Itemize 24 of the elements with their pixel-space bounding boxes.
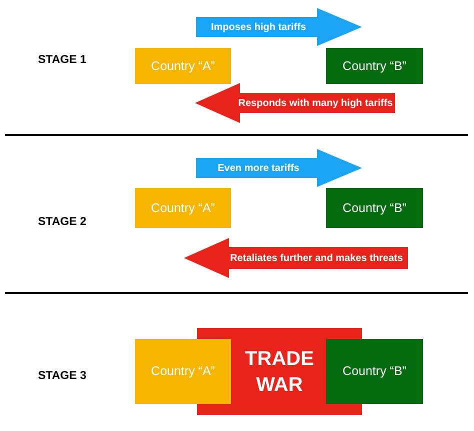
country-box [326,339,423,404]
country-name: Country “A” [151,58,215,75]
country-box [326,188,423,228]
country-box [135,188,231,228]
trade-war-label: TRADE WAR [244,346,315,398]
stage-label: STAGE 3 [38,369,86,384]
block-arrow [184,238,408,278]
country-name: Country “A” [151,363,215,380]
block-arrow [196,149,362,187]
arrow-label: Even more tariffs [218,162,300,176]
country-name: Country “B” [342,58,406,75]
country-box [135,48,231,84]
stage-label: STAGE 2 [38,215,86,230]
block-arrow [195,83,395,123]
block-arrow [196,8,362,46]
stage-label: STAGE 1 [38,53,86,68]
country-name: Country “B” [342,363,406,380]
country-box [326,48,423,84]
country-name: Country “A” [151,200,215,217]
arrow-label: Retaliates further and makes threats [230,252,403,266]
arrow-label: Responds with many high tariffs [238,96,393,110]
arrow-label: Imposes high tariffs [210,20,306,34]
country-box [135,339,231,404]
country-name: Country “B” [342,200,406,217]
